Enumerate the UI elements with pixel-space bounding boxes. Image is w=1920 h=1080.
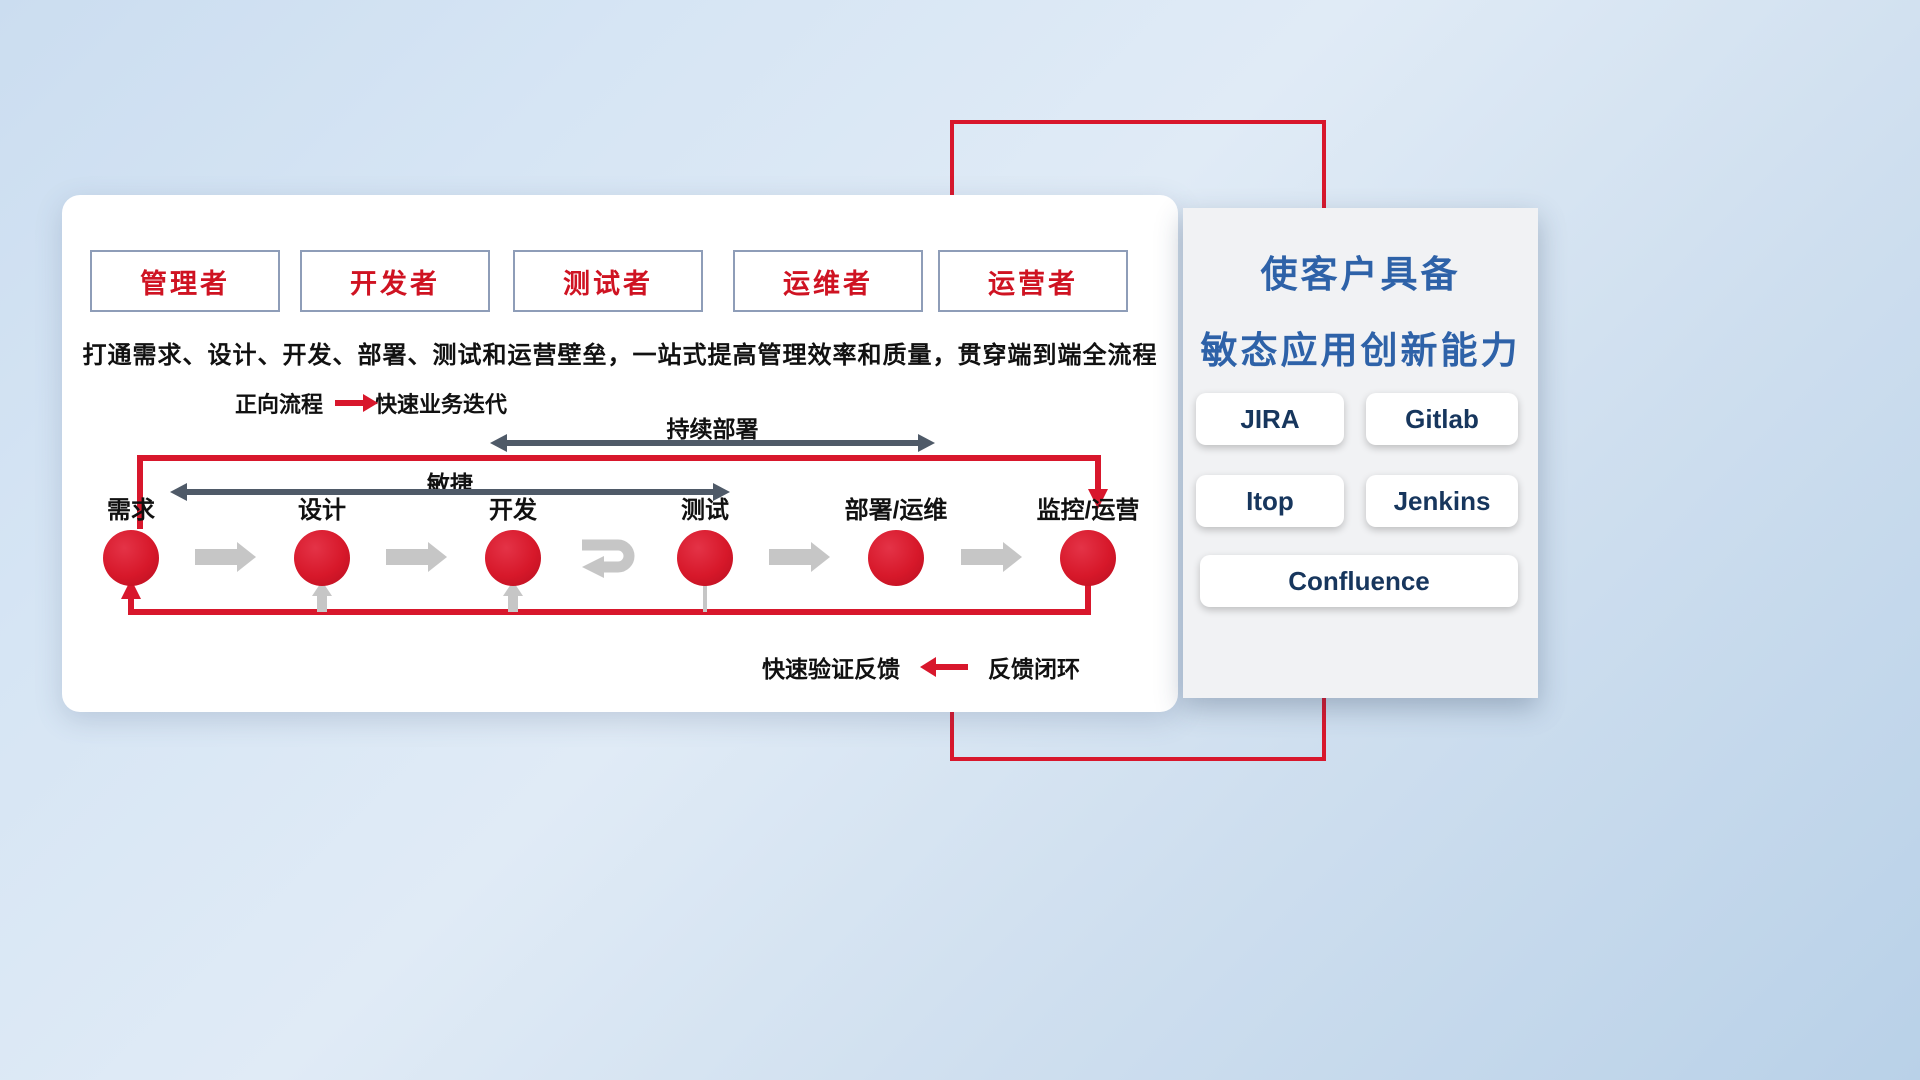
role-label: 测试者 [563,268,653,299]
role-box-manager: 管理者 [90,250,280,312]
stage-label: 开发 [489,497,537,524]
stage-node-circle [677,530,733,586]
continuous-deploy-label: 持续部署 [666,416,759,442]
stage-label: 需求 [107,497,155,524]
role-label: 运营者 [988,268,1078,299]
legend-forward-desc: 快速业务迭代 [375,392,508,417]
forward-arrow-icon [335,394,379,412]
tool-jira: JIRA [1196,393,1344,445]
legend-forward-label: 正向流程 [235,392,324,417]
stage-node-circle [1060,530,1116,586]
stage-node-circle [868,530,924,586]
tool-confluence: Confluence [1200,555,1518,607]
flow-arrow-icon [961,542,1022,572]
role-box-ops: 运维者 [733,250,923,312]
flow-arrow-icon [195,542,256,572]
legend-feedback-label: 快速验证反馈 [762,656,900,682]
tools-panel: 使客户具备 敏态应用创新能力 JIRA Gitlab Itop Jenkins … [1183,208,1538,698]
stage-development: 开发 [443,495,583,586]
iteration-loop-icon [582,539,635,578]
panel-title-line2: 敏态应用创新能力 [1200,330,1521,371]
legend-forward: 正向流程 快速业务迭代 [235,387,507,419]
flow-arrow-icon [769,542,830,572]
stage-requirements: 需求 [61,495,201,586]
stage-label: 监控/运营 [1036,497,1140,524]
feedback-arrow-icon [920,657,968,677]
stage-label: 测试 [681,497,729,524]
stage-node-circle [103,530,159,586]
devops-flow-card: 管理者 开发者 测试者 运维者 运营者 打通需求、设计、开发、部署、测试和运营壁… [62,195,1178,712]
stage-deploy-ops: 部署/运维 [826,495,966,586]
role-label: 运维者 [783,268,873,299]
stage-node-circle [485,530,541,586]
stage-label: 部署/运维 [844,497,948,524]
legend-feedback: 快速验证反馈 反馈闭环 [762,650,1080,684]
flow-arrow-icon [386,542,447,572]
tool-jenkins: Jenkins [1366,475,1518,527]
stage-label: 设计 [298,497,346,524]
tool-gitlab: Gitlab [1366,393,1518,445]
stage-design: 设计 [252,495,392,586]
continuous-deploy-arrow-icon [490,434,935,452]
role-box-operator: 运营者 [938,250,1128,312]
stage-monitor-ops: 监控/运营 [1018,495,1158,586]
panel-title-line1: 使客户具备 [1260,254,1461,295]
role-label: 开发者 [350,268,440,299]
legend-feedback-desc: 反馈闭环 [988,656,1080,682]
role-box-developer: 开发者 [300,250,490,312]
tool-itop: Itop [1196,475,1344,527]
stage-testing: 测试 [635,495,775,586]
card-subtitle: 打通需求、设计、开发、部署、测试和运营壁垒，一站式提高管理效率和质量，贯穿端到端… [82,342,1158,369]
role-label: 管理者 [140,268,230,299]
role-box-tester: 测试者 [513,250,703,312]
stage-node-circle [294,530,350,586]
